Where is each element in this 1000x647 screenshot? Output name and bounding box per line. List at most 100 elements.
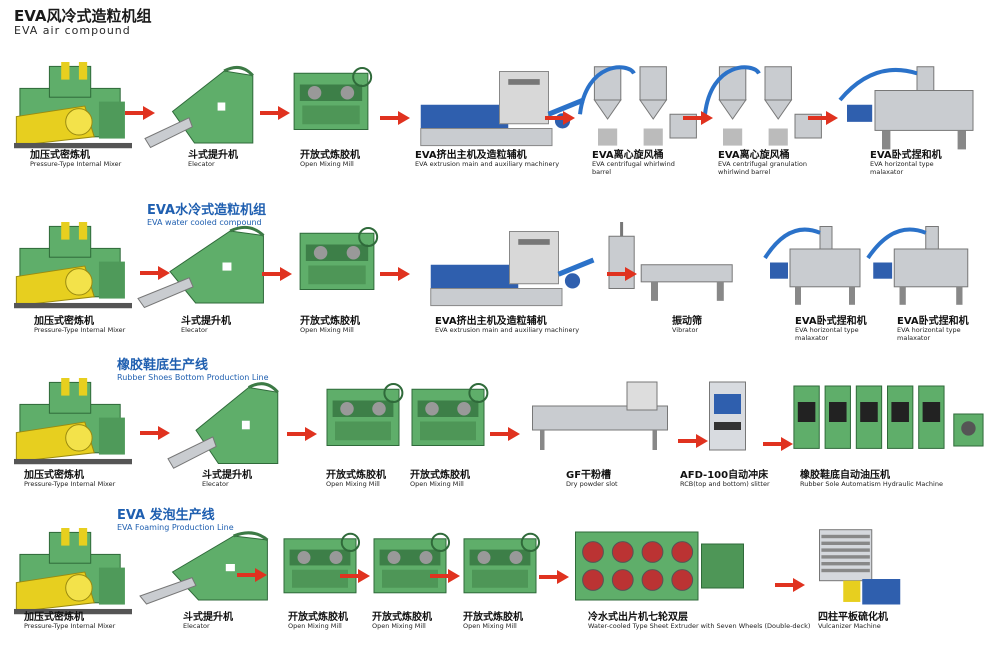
title-cn: EVA风冷式造粒机组 [14, 8, 151, 25]
machine-label: EVA挤出主机及造粒辅机EVA extrusion main and auxil… [415, 150, 559, 169]
machine-label: EVA卧式捏和机EVA horizontal type malaxator [870, 150, 960, 176]
internal-mixer-icon [14, 528, 132, 616]
open-mill-icon [296, 222, 378, 297]
internal-mixer-icon [14, 222, 132, 310]
slitter-icon [705, 378, 750, 458]
flow-arrow-icon [140, 265, 170, 279]
machine-label: 冷水式出片机七轮双层Water-cooled Type Sheet Extrud… [588, 612, 810, 631]
machine-name-en: Open Mixing Mill [288, 623, 348, 631]
flow-arrow-icon [490, 426, 520, 440]
machine-label: EVA卧式捏和机EVA horizontal type malaxator [897, 316, 987, 342]
diagram-title: EVA风冷式造粒机组 EVA air compound [14, 8, 151, 37]
machine-name-en: EVA extrusion main and auxiliary machine… [415, 161, 559, 169]
flow-arrow-icon [260, 105, 290, 119]
horizontal-malaxator-icon [868, 222, 973, 312]
machine-name-en: Elecator [183, 623, 233, 631]
machine-name-en: EVA horizontal type malaxator [897, 327, 987, 342]
machine-name-en: Pressure-Type Internal Mixer [24, 481, 115, 489]
machine-label: 开放式炼胶机Open Mixing Mill [463, 612, 523, 631]
flow-arrow-icon [808, 110, 838, 124]
granulation-barrel-icon [705, 62, 825, 157]
machine-name-en: Vulcanizer Machine [818, 623, 888, 631]
open-mill-icon [280, 528, 360, 600]
machine-label: EVA卧式捏和机EVA horizontal type malaxator [795, 316, 885, 342]
flow-arrow-icon [340, 568, 370, 582]
flow-arrow-icon [287, 426, 317, 440]
flow-arrow-icon [683, 110, 713, 124]
machine-label: GF干粉槽Dry powder slot [566, 470, 618, 489]
flow-arrow-icon [125, 105, 155, 119]
machine-name-en: EVA horizontal type malaxator [795, 327, 885, 342]
machine-name-en: Open Mixing Mill [326, 481, 386, 489]
open-mill-icon [290, 62, 372, 137]
bucket-elevator-icon [145, 62, 255, 152]
flow-arrow-icon [678, 433, 708, 447]
section-title-cn: 橡胶鞋底生产线 [117, 358, 269, 373]
machine-name-en: Open Mixing Mill [300, 327, 360, 335]
machine-label: 加压式密炼机Pressure-Type Internal Mixer [30, 150, 121, 169]
flow-arrow-icon [539, 569, 569, 583]
machine-name-en: Vibrator [672, 327, 702, 335]
sheet-extruder-icon [572, 528, 747, 608]
machine-name-en: Pressure-Type Internal Mixer [24, 623, 115, 631]
horizontal-malaxator-icon [840, 62, 980, 157]
machine-name-en: Rubber Sole Automatism Hydraulic Machine [800, 481, 943, 489]
hydraulic-press-line-icon [790, 378, 985, 458]
powder-slot-icon [525, 378, 675, 458]
flow-arrow-icon [262, 266, 292, 280]
section-title-cn: EVA 发泡生产线 [117, 508, 234, 523]
machine-name-en: Water-cooled Type Sheet Extruder with Se… [588, 623, 810, 631]
extruder-line-icon [422, 222, 597, 317]
flow-arrow-icon [430, 568, 460, 582]
machine-label: 橡胶鞋底自动油压机Rubber Sole Automatism Hydrauli… [800, 470, 943, 489]
machine-name-en: Open Mixing Mill [463, 623, 523, 631]
machine-name-en: Open Mixing Mill [372, 623, 432, 631]
flow-arrow-icon [607, 266, 637, 280]
vulcanizer-icon [810, 528, 905, 613]
cyclone-barrel-icon [580, 62, 700, 157]
internal-mixer-icon [14, 378, 132, 466]
machine-name-en: Pressure-Type Internal Mixer [30, 161, 121, 169]
flow-arrow-icon [380, 266, 410, 280]
machine-name-en: Elecator [188, 161, 238, 169]
section-title-cn: EVA水冷式造粒机组 [147, 203, 266, 218]
open-mill-icon [408, 378, 488, 453]
machine-name-en: Open Mixing Mill [410, 481, 470, 489]
machine-name-en: EVA centrifugal granulation whirlwind ba… [718, 161, 808, 176]
title-en: EVA air compound [14, 25, 151, 37]
machine-name-en: Elecator [202, 481, 252, 489]
flow-arrow-icon [545, 110, 575, 124]
machine-label: 斗式提升机Elecator [202, 470, 252, 489]
machine-name-en: EVA horizontal type malaxator [870, 161, 960, 176]
machine-name-en: Dry powder slot [566, 481, 618, 489]
horizontal-malaxator-icon [765, 222, 865, 312]
machine-name-en: RCB(top and bottom) slitter [680, 481, 770, 489]
flow-arrow-icon [763, 436, 793, 450]
flow-arrow-icon [775, 577, 805, 591]
bucket-elevator-icon [168, 378, 280, 473]
open-mill-icon [460, 528, 540, 600]
flow-arrow-icon [237, 567, 267, 581]
open-mill-icon [323, 378, 403, 453]
open-mill-icon [370, 528, 450, 600]
flow-arrow-icon [380, 110, 410, 124]
machine-name-en: Open Mixing Mill [300, 161, 360, 169]
